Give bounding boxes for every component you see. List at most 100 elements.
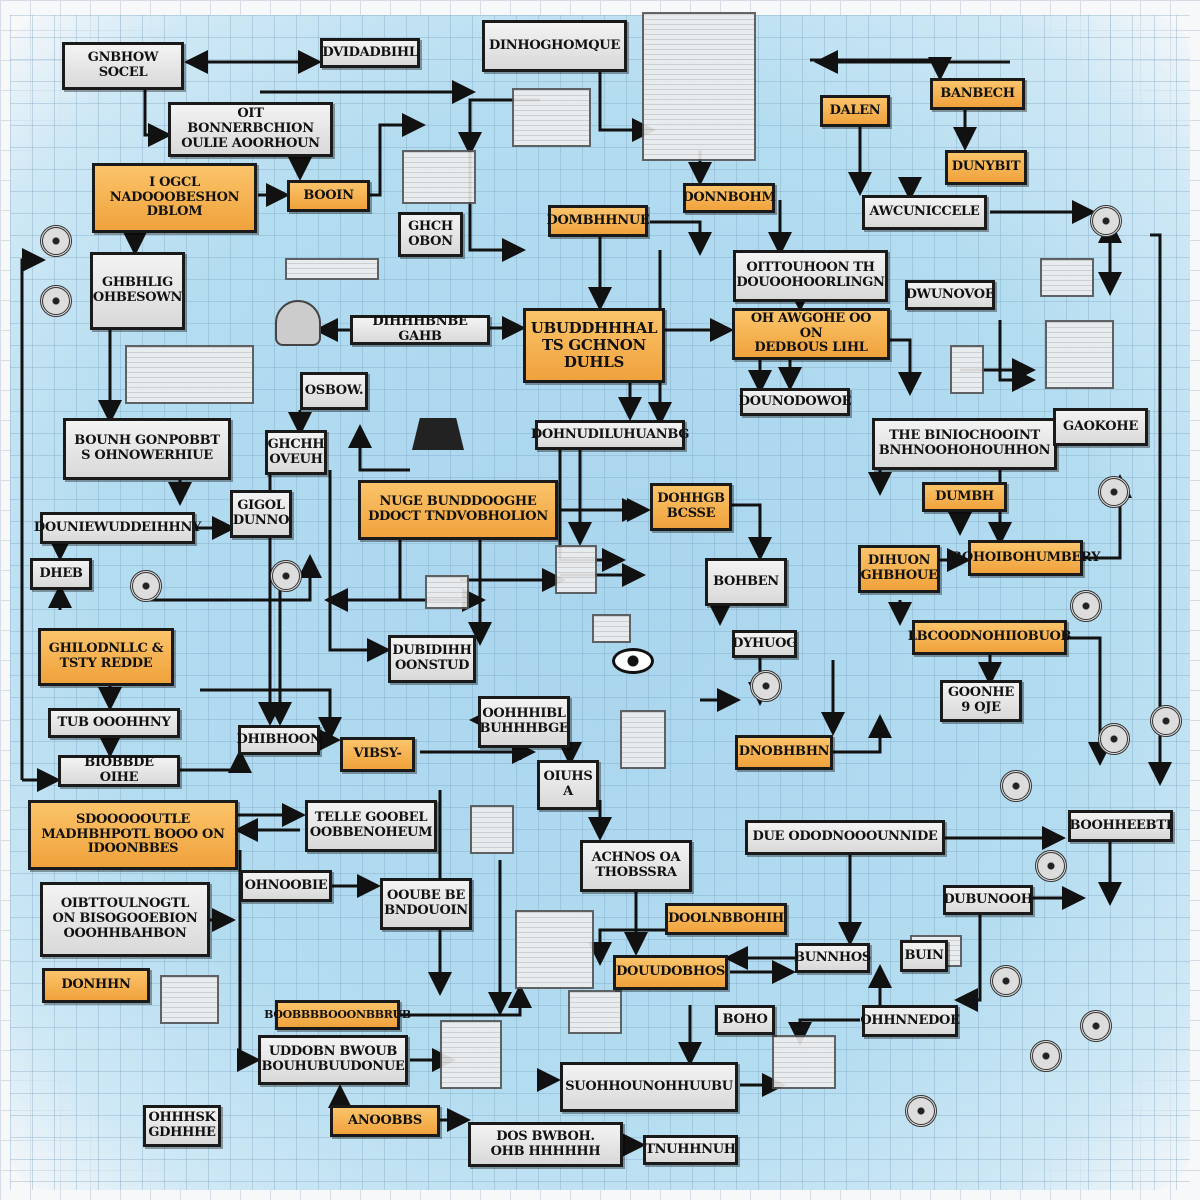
table-thumbnail (402, 150, 476, 204)
diagram-node[interactable]: DWUNOVOE (905, 280, 995, 310)
table-thumbnail (125, 345, 254, 404)
doc-thumbnail (1040, 258, 1094, 297)
diagram-node[interactable]: DINHOGHOMQUE (482, 20, 627, 72)
diagram-node[interactable]: GNBHOW SOCEL (62, 42, 184, 90)
diagram-node-highlight[interactable]: VIBSY- (340, 737, 415, 772)
diagram-node[interactable]: BUIN (900, 940, 948, 972)
diagram-node[interactable]: TUB OOOHHNY (48, 708, 180, 738)
gear-icon (990, 965, 1022, 997)
doc-thumbnail (950, 345, 984, 394)
diagram-node-highlight[interactable]: DIHUON GHBHOUE (858, 545, 940, 593)
diagram-node[interactable]: BOHO (715, 1005, 775, 1035)
diagram-node[interactable]: DHEB (30, 558, 92, 590)
diagram-node[interactable]: TELLE GOOBEL OOBBENOHEUM (305, 800, 437, 852)
diagram-node[interactable]: DOHNUDILUHUANBG (531, 420, 689, 450)
diagram-node[interactable]: BUNNHOS (794, 943, 871, 973)
diagram-node[interactable]: DIHHHBNBE GAHB (350, 314, 490, 345)
gear-icon (130, 570, 162, 602)
diagram-node-highlight[interactable]: DALEN (820, 95, 890, 127)
diagram-node[interactable]: OSBOW. (300, 372, 368, 410)
diagram-node[interactable]: OIBTTOULNOGTL ON BISOGOOEBION OOOHHBAHBO… (40, 882, 210, 957)
diagram-node-highlight[interactable]: BOOIN (287, 180, 370, 212)
diagram-node[interactable]: DHIBHOON (236, 725, 322, 755)
diagram-node-highlight[interactable]: SDOOOOOUTLE MADHBHPOTL BOOO ON IDOONBBES (28, 800, 238, 870)
diagram-node-highlight[interactable]: DOHHGB BCSSE (650, 483, 732, 531)
diagram-node-highlight[interactable]: BOHOIBOHUMBERY (951, 540, 1100, 576)
diagram-node[interactable]: AWCUNICCELE (862, 195, 987, 230)
emblem-thumbnail (470, 805, 514, 854)
diagram-node-highlight[interactable]: DUMBH (922, 482, 1007, 512)
diagram-node-highlight[interactable]: LBCOODNOHIIOBUOB (908, 620, 1072, 655)
diagram-node[interactable]: DOUNIEWUDDEIHHNY (34, 512, 201, 544)
gear-icon (1098, 723, 1130, 755)
diagram-node-highlight[interactable]: GHILODNLLC & TSTY REDDE (38, 628, 174, 686)
diagram-node[interactable]: GHCHH OVEUH (265, 430, 327, 475)
diagram-node-highlight[interactable]: I OGCL NADOOOBESHON DBLOM (92, 163, 257, 233)
diagram-node-highlight[interactable]: OH AWGOHE OO ON DEDBOUS LIHL (732, 308, 890, 360)
diagram-node[interactable]: GHCH OBON (398, 212, 463, 257)
diagram-node[interactable]: GAOKOHE (1053, 408, 1148, 446)
doc-thumbnail (568, 990, 622, 1034)
gear-icon (905, 1095, 937, 1127)
diagram-node-highlight[interactable]: NUGE BUNDDOOGHE DDOCT TNDVOBHOLION (358, 480, 558, 540)
diagram-node[interactable]: BOHBEN (705, 558, 787, 606)
diagram-node[interactable]: TNUHHNUH (643, 1135, 738, 1165)
diagram-node[interactable]: BOOHHEEBTI (1068, 810, 1173, 842)
diagram-node-highlight[interactable]: BOOBBBBOOONBBRUB (264, 1000, 411, 1030)
gear-icon (1030, 1040, 1062, 1072)
diagram-node[interactable]: DVIDADBIHL (320, 38, 420, 68)
eye-icon (612, 648, 654, 674)
diagram-node-highlight[interactable]: DOUUDOBHOS (613, 955, 728, 990)
gear-icon (1070, 590, 1102, 622)
diagram-node[interactable]: ACHNOS OA THOBSSRA (580, 840, 692, 892)
bell-icon (275, 300, 321, 346)
building-thumbnail (620, 710, 666, 769)
diagram-node-highlight[interactable]: DONNBOHM (682, 183, 776, 213)
diagram-node[interactable]: DUBUNOOH (943, 885, 1033, 915)
diagram-node-highlight[interactable]: UBUDDHHHAL TS GCHNON DUHLS (523, 308, 665, 383)
diagram-node[interactable]: UDDOBN BWOUB BOUHUBUUDONUE (258, 1035, 408, 1085)
diagram-node[interactable]: THE BINIOCHOOINT BNHNOOHOHOUHHON (872, 418, 1057, 470)
diagram-node[interactable]: BIOBBDE OIHE (58, 755, 180, 787)
doc-thumbnail (425, 575, 469, 609)
diagram-node-highlight[interactable]: DNOBHBHN (735, 735, 833, 770)
bar-thumbnail (285, 258, 379, 280)
diagram-node[interactable]: OHHNNEDOE (860, 1005, 960, 1037)
diagram-node[interactable]: DUE ODODNOOOUNNIDE (745, 820, 945, 855)
diagram-node[interactable]: DOUNODOWOE (739, 388, 852, 416)
diagram-node[interactable]: DOS BWBOH. OHB HHHHHH (468, 1122, 623, 1167)
gear-icon (40, 225, 72, 257)
diagram-node-highlight[interactable]: DOMBHHNUE (547, 205, 650, 237)
diagram-node[interactable]: BOUNH GONPOBBT S OHNOWERHIUE (63, 418, 231, 480)
gear-icon (1150, 705, 1182, 737)
blueprint-thumbnail (642, 12, 756, 161)
bar-chart-thumbnail (160, 975, 219, 1024)
gear-icon (1098, 476, 1130, 508)
seal-thumbnail (440, 1020, 502, 1089)
diagram-node[interactable]: OOUBE BE BNDOUOIN (380, 878, 472, 930)
diagram-node[interactable]: OHHHSK GDHHHE (143, 1105, 221, 1147)
diagram-node[interactable]: GIGOL DUNNO (230, 490, 292, 538)
gear-icon (750, 670, 782, 702)
gear-icon (1000, 770, 1032, 802)
graph-thumbnail (515, 910, 594, 989)
gear-icon (1080, 1010, 1112, 1042)
diagram-node[interactable]: OIT BONNERBCHION OULIE AOORHOUN (168, 102, 333, 157)
diagram-node[interactable]: OIUHS A (537, 760, 599, 810)
diagram-node[interactable]: GHBHLIG OHBESOWN (90, 252, 185, 330)
diagram-node[interactable]: SUOHHOUNOHHUUBU (560, 1062, 738, 1112)
diagram-node[interactable]: OOHHHIBL BUHHHBGE (478, 696, 570, 748)
crosshair-thumbnail (772, 1035, 836, 1089)
diagram-node-highlight[interactable]: DUNYBIT (945, 150, 1027, 185)
diagram-node[interactable]: GOONHE 9 OJE (940, 680, 1022, 722)
diagram-node[interactable]: OITTOUHOON TH DOUOOHOORLINGN (733, 250, 888, 302)
diagram-node-highlight[interactable]: DONHHN (42, 968, 150, 1003)
diagram-node[interactable]: OHNOOBIE (240, 870, 332, 902)
diagram-node[interactable]: DYHUOG (732, 630, 797, 658)
diagram-node-highlight[interactable]: DOOLNBBOHIH (665, 903, 787, 935)
diagram-node-highlight[interactable]: ANOOBBS (330, 1105, 440, 1137)
gear-icon (40, 285, 72, 317)
diagram-node[interactable]: DUBIDIHH OONSTUD (388, 635, 476, 683)
diagram-node-highlight[interactable]: BANBECH (930, 78, 1025, 110)
